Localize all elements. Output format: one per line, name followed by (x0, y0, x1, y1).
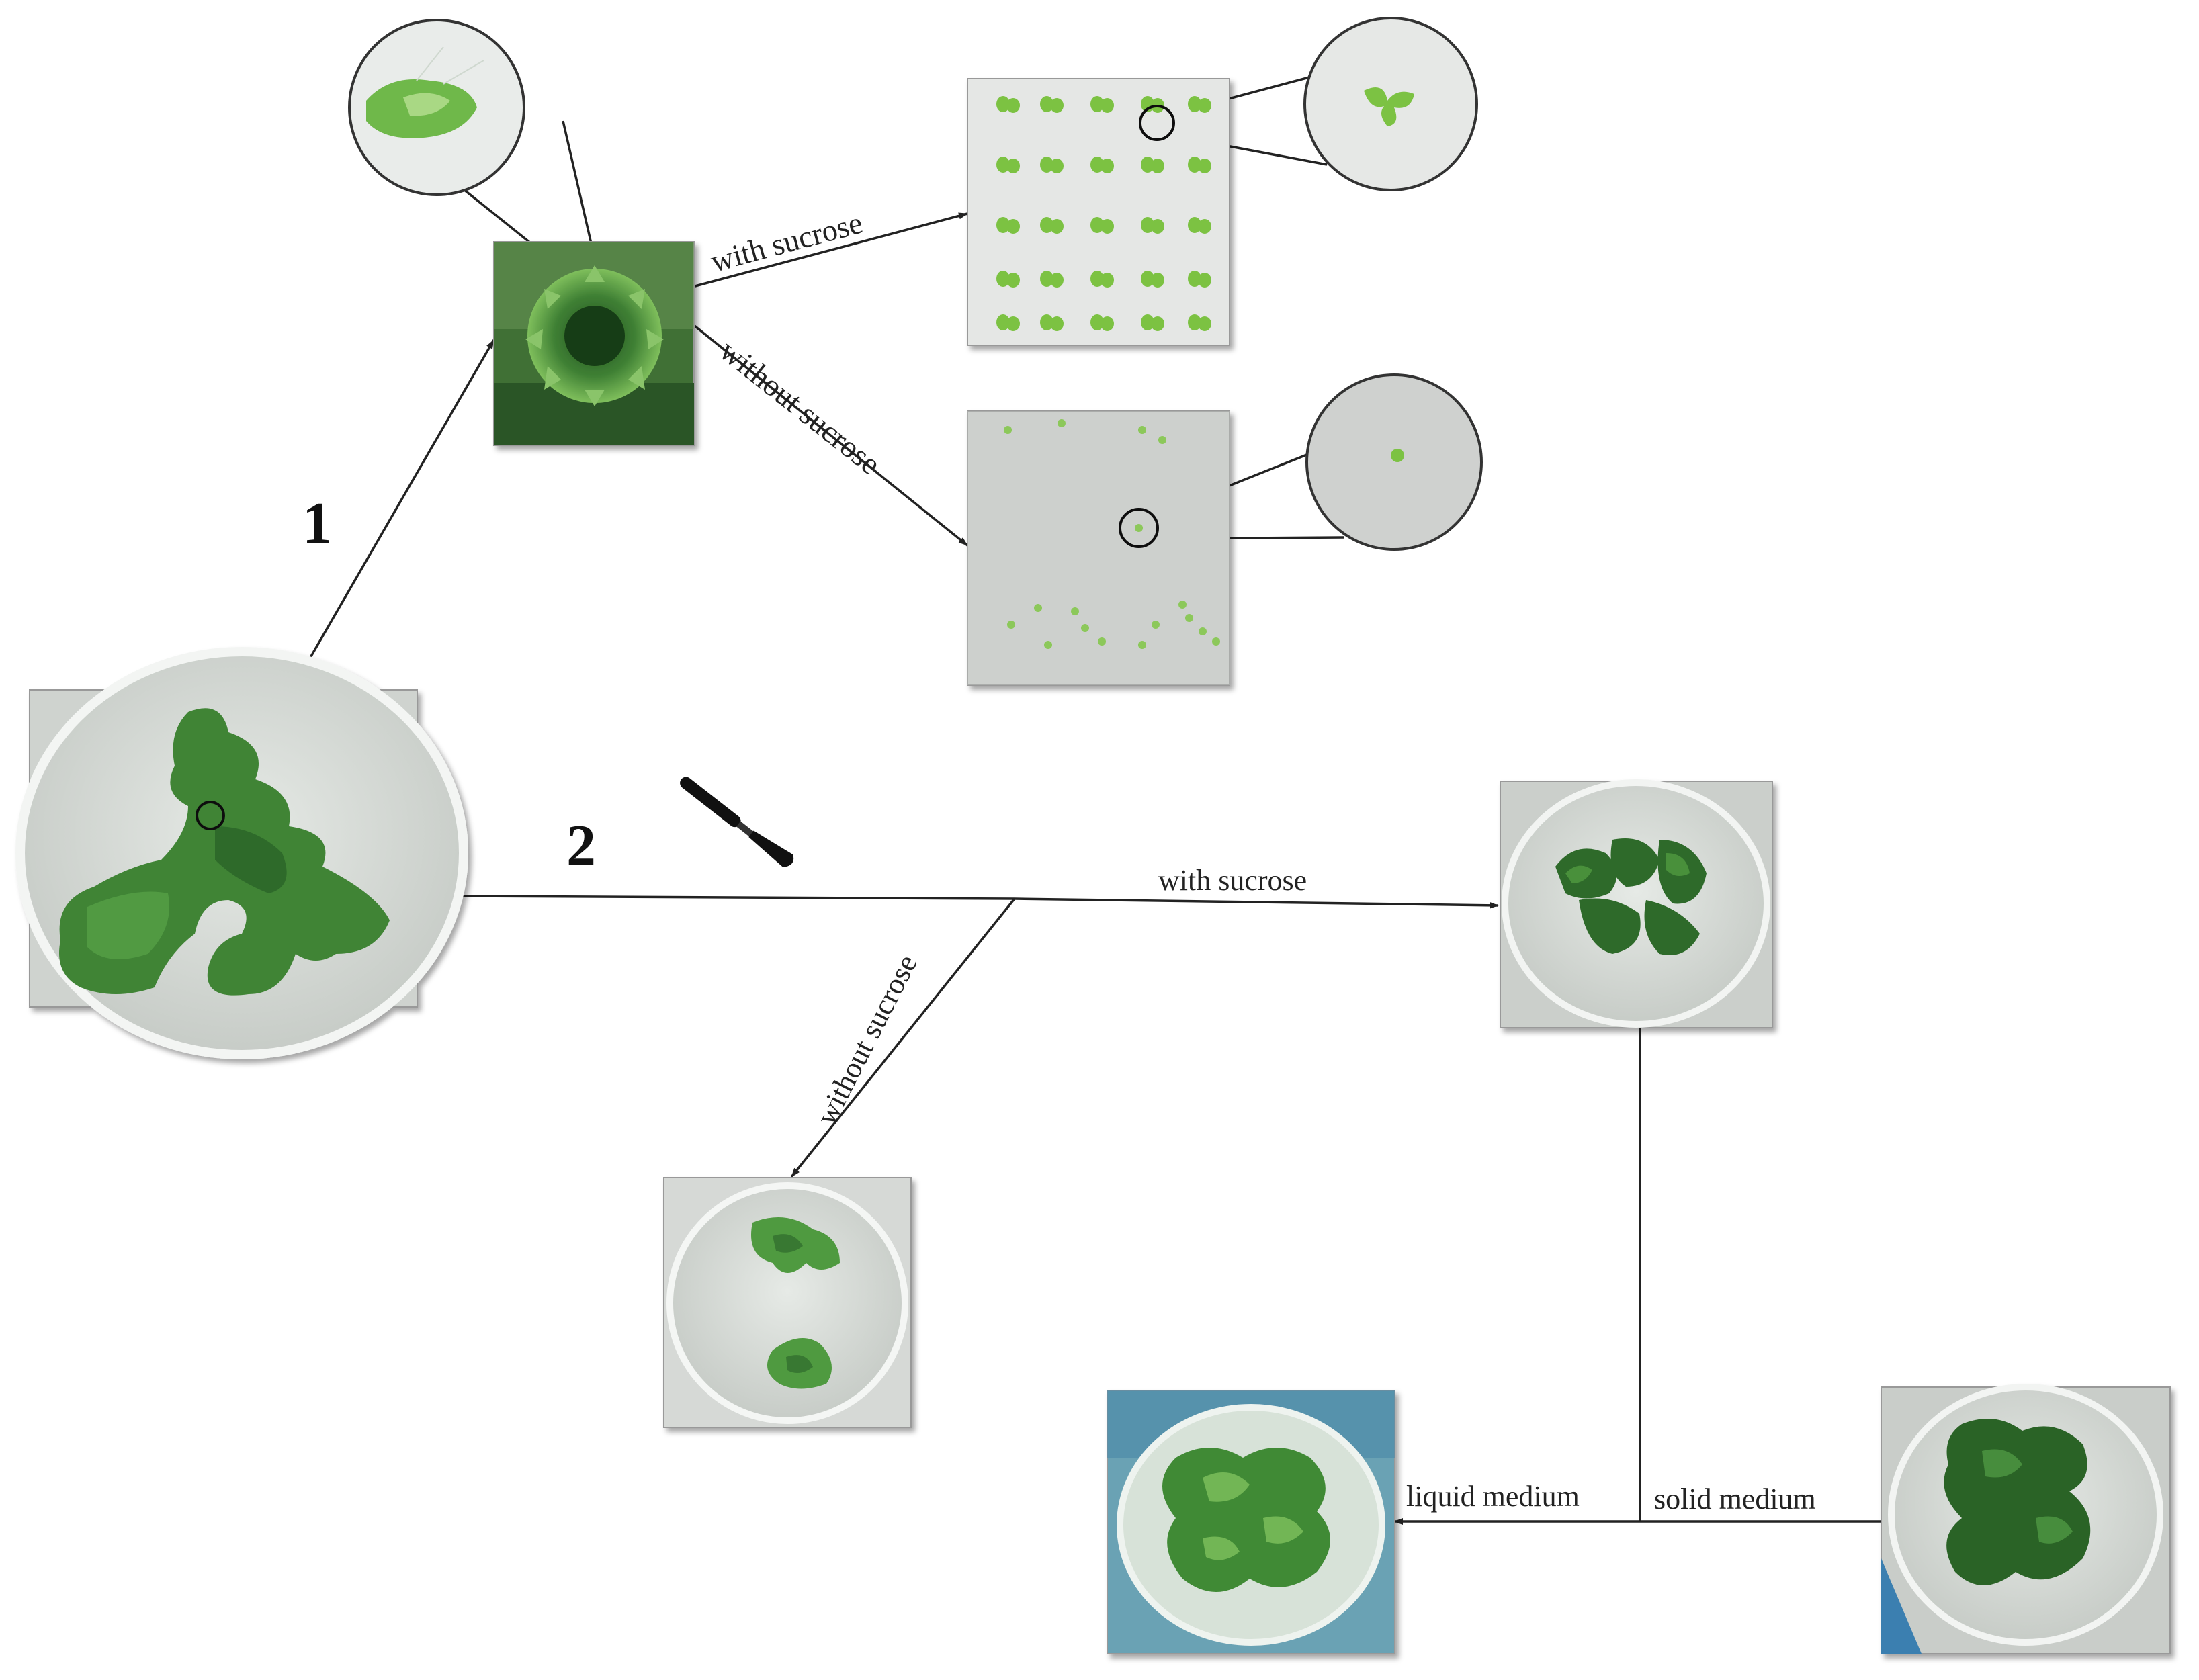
scalpel-icon (680, 777, 794, 868)
gemma (1098, 637, 1106, 646)
gemmae-grid (996, 96, 1211, 331)
magnifier-gemma-closeup (348, 19, 525, 196)
gemma (1090, 157, 1114, 173)
gemma-cup-rim (525, 265, 664, 406)
gemma (1081, 624, 1089, 632)
gemma (1135, 524, 1143, 532)
gemma (1188, 314, 1211, 331)
photo-main-thallus (15, 647, 468, 1059)
gemma (1090, 271, 1114, 288)
label-liquid-medium: liquid medium (1406, 1480, 1580, 1513)
gemma (1141, 314, 1164, 331)
gemma (1090, 96, 1114, 113)
label-with-sucrose-lower: with sucrose (1158, 864, 1307, 897)
photo-solid-medium (1881, 1384, 2171, 1654)
gemma (1040, 314, 1064, 331)
step-1-label: 1 (302, 491, 332, 556)
gemma (996, 157, 1020, 173)
gemma (1152, 621, 1160, 629)
gemma (1090, 217, 1114, 234)
label-without-sucrose-upper: without sucrose (714, 333, 888, 481)
gemma (1004, 426, 1012, 434)
gemma (1007, 621, 1015, 629)
arrow-with-sucrose-lower (1014, 897, 1499, 909)
gemma (1158, 436, 1166, 444)
step-2-label: 2 (566, 813, 596, 879)
gemma (1188, 96, 1211, 113)
photo-dish-without-sucrose (663, 1177, 912, 1428)
magnifier-circle-thallus (196, 801, 225, 830)
gemma (1199, 627, 1207, 635)
gemma (1040, 96, 1064, 113)
gemma (996, 217, 1020, 234)
gemma (1044, 641, 1052, 649)
gemma (996, 96, 1020, 113)
arrow-without-sucrose-lower (790, 897, 1016, 1178)
gemma (1058, 419, 1066, 427)
photo-plate-with-sucrose (967, 78, 1230, 346)
arrow-without-sucrose-upper (691, 322, 969, 547)
gemma (1040, 217, 1064, 234)
gemmae-scattered (1004, 419, 1220, 649)
gemma (1040, 271, 1064, 288)
gemma (1071, 607, 1079, 615)
gemma (1212, 637, 1220, 646)
magnifier-circle-plate2 (1119, 508, 1159, 548)
gemma (1188, 271, 1211, 288)
gemma (1034, 604, 1042, 612)
photo-dish-with-sucrose (1500, 779, 1773, 1028)
photo-liquid-medium (1107, 1390, 1395, 1654)
gemma (1040, 157, 1064, 173)
gemma (996, 314, 1020, 331)
gemma (1178, 601, 1187, 609)
gemma (1141, 157, 1164, 173)
photo-plate-without-sucrose (967, 410, 1230, 686)
gemma (1185, 614, 1193, 622)
label-with-sucrose-upper: with sucrose (707, 206, 866, 279)
magnifier-plate1-closeup (1303, 17, 1478, 191)
gemma (1141, 217, 1164, 234)
magnifier-circle-plate1 (1139, 105, 1175, 141)
gemma (1138, 641, 1146, 649)
label-solid-medium: solid medium (1654, 1483, 1816, 1515)
gemma (1141, 271, 1164, 288)
arrow-with-sucrose-upper (689, 212, 968, 289)
gemma (1188, 157, 1211, 173)
gemma (996, 271, 1020, 288)
photo-gemma-cup (493, 241, 695, 446)
label-without-sucrose-lower: without sucrose (810, 949, 924, 1130)
gemma (1138, 426, 1146, 434)
gemma (1090, 314, 1114, 331)
gemma (1188, 217, 1211, 234)
magnifier-plate2-closeup (1305, 373, 1483, 551)
